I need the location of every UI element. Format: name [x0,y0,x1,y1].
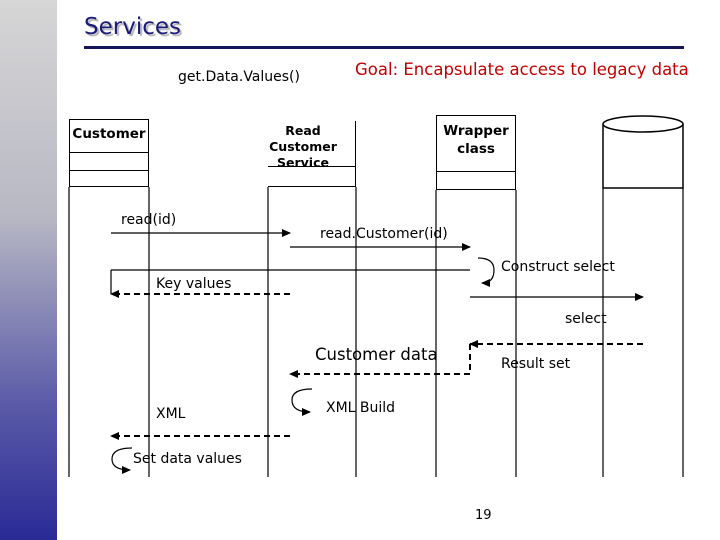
read-id-label: read(id) [121,212,177,228]
goal-text: Goal: Encapsulate access to legacy data [355,60,689,79]
wrapper-lifeline-label: Wrapper class [443,123,509,157]
title-underline [84,46,684,49]
get-data-values-label: get.Data.Values() [178,69,300,85]
xml-build-loop [291,388,313,416]
slide-sidebar-gradient [0,0,57,540]
page-number: 19 [475,508,492,523]
key-values-label: Key values [156,276,232,292]
set-data-values-label: Set data values [133,451,242,467]
customer-row-divider [70,170,148,171]
customer-data-label: Customer data [315,345,438,364]
slide-title: Services [84,14,181,40]
read-service-row-divider [268,166,355,167]
result-set-label: Result set [501,356,571,372]
wrapper-lifeline-box: Wrapper class [436,115,516,190]
construct-select-label: Construct select [501,259,615,275]
read-service-lifeline-box: Read Customer Service [268,121,356,187]
set-data-values-loop [111,447,133,474]
customer-lifeline-label: Customer [72,126,146,142]
construct-select-loop [477,257,495,287]
database-icon [602,115,684,189]
xml-label: XML [156,406,186,422]
customer-lifeline-box: Customer [69,119,149,187]
xml-build-label: XML Build [326,400,396,416]
read-customer-label: read.Customer(id) [320,226,448,242]
select-label: select [565,311,607,327]
wrapper-row-divider [437,171,515,172]
customer-row-divider [70,152,148,153]
